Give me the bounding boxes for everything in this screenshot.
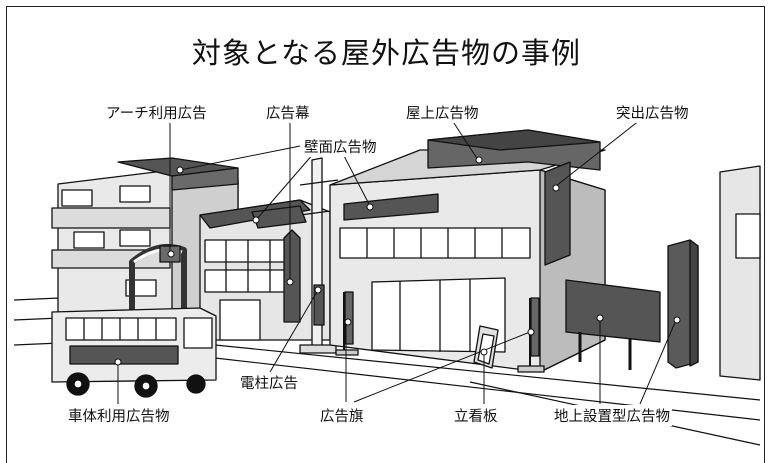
leader-lines [117, 119, 677, 405]
label-vehicle-ad: 車体利用広告物 [66, 405, 172, 426]
figure-title: 対象となる屋外広告物の事例 [191, 36, 582, 70]
figure-frame [6, 6, 765, 463]
label-projecting-ad: 突出広告物 [614, 102, 691, 123]
right-building [719, 165, 761, 381]
projecting-ad [544, 161, 571, 266]
left-rooftop-sign [117, 157, 239, 191]
wall-ad-signs [251, 193, 439, 229]
marker-dots [114, 156, 681, 366]
bus [51, 307, 217, 398]
label-standing-signboard: 立看板 [452, 405, 500, 426]
utility-pole [299, 157, 339, 354]
label-ground-ad: 地上設置型広告物 [552, 405, 672, 426]
label-pole-ad: 電柱広告 [238, 372, 300, 393]
label-arch-ad: アーチ利用広告 [104, 102, 209, 123]
label-banner-ad: 広告幕 [264, 102, 312, 123]
banner-ad [283, 229, 301, 323]
ad-flags [335, 291, 545, 373]
ground-billboard [565, 239, 699, 370]
label-wall-ad: 壁面広告物 [302, 136, 379, 157]
label-rooftop-ad: 屋上広告物 [404, 102, 481, 123]
rooftop-ad [427, 129, 601, 171]
label-flag-ad: 広告旗 [318, 405, 366, 426]
